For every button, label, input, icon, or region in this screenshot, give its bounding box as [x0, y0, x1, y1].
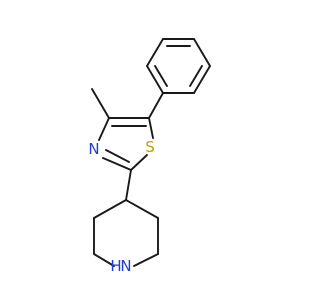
thiazole-n-c2-double-bond	[105, 149, 130, 163]
phenyl-bond	[193, 38, 211, 67]
methyl-bond	[91, 88, 110, 119]
thiazole-nitrogen-label: N	[88, 140, 99, 158]
thiazole-n-c2-double-bond	[102, 157, 132, 171]
piperidine-nitrogen-label: N	[120, 257, 131, 275]
thiazole-s-c2-bond	[130, 154, 148, 171]
piperidine-hydrogen-label: H	[110, 257, 121, 275]
phenyl-double-bond	[154, 65, 168, 87]
phenyl-thiazole-bond	[148, 92, 164, 119]
thiazole-c5-s-bond	[148, 117, 154, 139]
piperidine-bond	[125, 199, 159, 219]
phenyl-bond	[146, 65, 164, 94]
atom-labels-layer: N S N H	[88, 138, 154, 275]
piperidine-bond	[93, 199, 127, 219]
thiazole-sulfur-label: S	[145, 138, 155, 156]
bonds-layer	[91, 38, 211, 267]
phenyl-bond	[146, 38, 164, 67]
phenyl-bond	[193, 65, 211, 94]
piperidine-bond	[93, 253, 115, 267]
piperidine-bond	[133, 253, 159, 267]
molecule-structure: N S N H	[88, 38, 211, 275]
thiazole-piperidine-bond	[125, 169, 132, 201]
thiazole-c4-n-bond	[98, 117, 110, 141]
phenyl-double-bond	[189, 65, 203, 87]
